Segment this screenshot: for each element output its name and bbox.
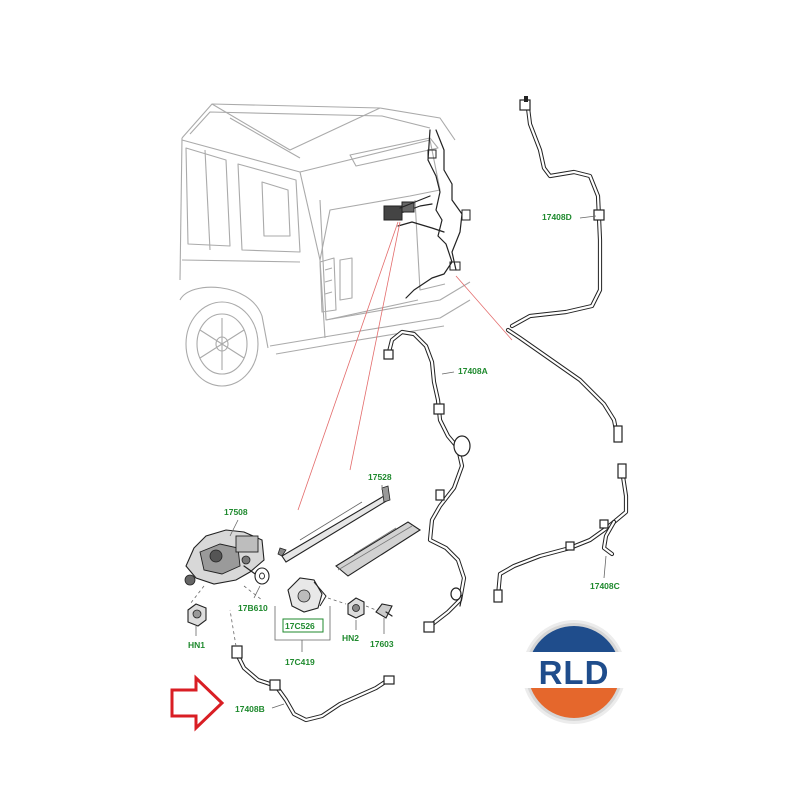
label-hn2: HN2 bbox=[342, 633, 359, 643]
label-hn1: HN1 bbox=[188, 640, 205, 650]
rld-logo: RLD bbox=[522, 620, 626, 724]
label-leaders bbox=[195, 215, 607, 709]
label-17c419: 17C419 bbox=[285, 657, 315, 667]
cap-17c526 bbox=[287, 577, 327, 613]
jet-17603 bbox=[365, 603, 393, 619]
washer-17b610 bbox=[254, 567, 270, 585]
wiper-blade bbox=[335, 521, 422, 577]
wiper-motor bbox=[184, 529, 265, 605]
label-17408c: 17408C bbox=[590, 581, 620, 591]
label-17b610: 17B610 bbox=[238, 603, 268, 613]
tailgate-harness bbox=[383, 129, 471, 299]
hose-17408b bbox=[229, 609, 395, 723]
label-17c526: 17C526 bbox=[285, 621, 315, 631]
hose-17408c bbox=[493, 327, 629, 603]
label-17408d: 17408D bbox=[542, 212, 572, 222]
part-labels: 17508 17528 17408A 17408D 17408C 17408B … bbox=[188, 212, 620, 714]
hose-17408a bbox=[383, 329, 471, 633]
wiper-arm bbox=[277, 485, 391, 563]
label-17408b: 17408B bbox=[235, 704, 265, 714]
label-17408a: 17408A bbox=[458, 366, 488, 376]
callout-bracket bbox=[274, 606, 331, 652]
label-17603: 17603 bbox=[370, 639, 394, 649]
label-17528: 17528 bbox=[368, 472, 392, 482]
label-17508: 17508 bbox=[224, 507, 248, 517]
nut-hn1 bbox=[187, 603, 207, 627]
pointer-arrow-icon bbox=[170, 674, 225, 732]
hose-17408d bbox=[509, 96, 605, 329]
nut-hn2 bbox=[327, 597, 365, 619]
rld-logo-text: RLD bbox=[539, 654, 610, 691]
leader-lines bbox=[297, 221, 513, 511]
